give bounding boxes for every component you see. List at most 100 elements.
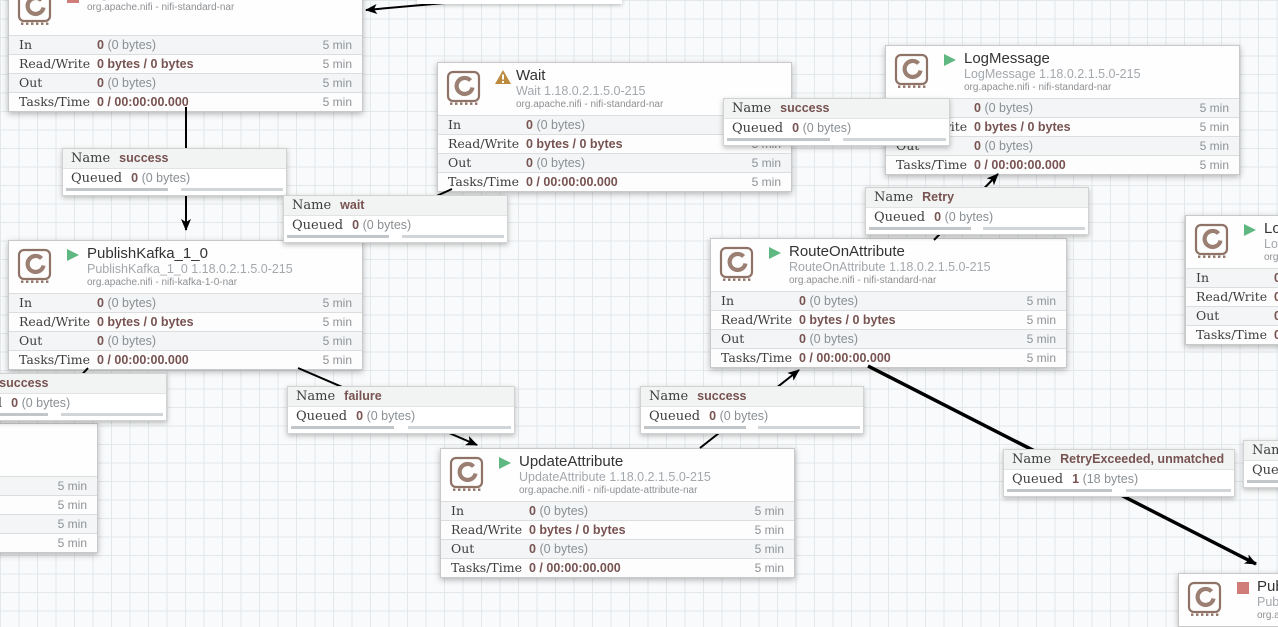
processor-publish-partial-bottom[interactable]: Publi Publis org.ap — [1178, 573, 1278, 627]
processor-stamp-icon — [1193, 222, 1229, 260]
stopped-icon — [66, 0, 82, 4]
running-icon — [1243, 223, 1259, 237]
queue-fill-bars — [641, 426, 863, 433]
offscreen-label-edge — [417, 0, 622, 4]
processor-type-version: UpdateAttribute 1.18.0.2.1.5.0-215 — [519, 470, 711, 484]
processor-type-version: Publis — [1257, 595, 1278, 609]
processor-type-version: Log. — [1264, 237, 1278, 251]
processor-log-partial-right[interactable]: Log Log. org.a In0 (0 bytes)5 min Read/W… — [1185, 215, 1278, 345]
queue-fill-bars — [284, 235, 507, 242]
processor-stamp-icon — [718, 245, 754, 283]
processor-name: Wait — [516, 67, 546, 84]
queue-fill-bars — [866, 227, 1088, 234]
processor-name: Publi — [1257, 578, 1278, 595]
processor-name: LogMessage — [964, 50, 1050, 67]
processor-bundle: org.apache.nifi - nifi-update-attribute-… — [519, 485, 698, 496]
running-icon — [943, 53, 959, 67]
processor-name: Log — [1264, 220, 1278, 237]
queue-fill-bars — [1004, 489, 1234, 496]
processor-log-message[interactable]: LogMessage LogMessage 1.18.0.2.1.5.0-215… — [885, 45, 1240, 175]
processor-bundle: org.apache.nifi - nifi-standard-nar — [789, 275, 937, 286]
running-icon — [66, 248, 82, 262]
processor-type-version: PublishKafka_1_0 1.18.0.2.1.5.0-215 — [87, 262, 293, 276]
processor-header: Publi Publis org.ap — [1179, 574, 1278, 626]
processor-bundle: org.ap — [1257, 610, 1278, 621]
processor-bundle: org.apache.nifi - nifi-kafka-1-0-nar — [87, 277, 238, 288]
processor-header: Log Log. org.a — [1186, 216, 1278, 268]
connection-label-partial-right[interactable]: Name Queued — [1243, 440, 1278, 488]
processor-bundle: org.apache.nifi - nifi-standard-nar — [964, 82, 1112, 93]
processor-name: UpdateAttribute — [519, 453, 624, 470]
processor-bundle: org.a — [1264, 252, 1278, 263]
processor-update-attribute[interactable]: UpdateAttribute UpdateAttribute 1.18.0.2… — [440, 448, 795, 578]
processor-stamp-icon — [448, 455, 484, 493]
processor-stamp-icon — [16, 0, 52, 27]
connection-queued-row: Queued — [1252, 463, 1278, 478]
processor-header: LogAttribute 1.18.0.2.1.5.0-215 org.apac… — [9, 0, 362, 35]
processor-publish-kafka[interactable]: PublishKafka_1_0 PublishKafka_1_0 1.18.0… — [8, 240, 363, 370]
processor-header: Wait Wait 1.18.0.2.1.5.0-215 org.apache.… — [438, 63, 791, 115]
processor-header: UpdateAttribute UpdateAttribute 1.18.0.2… — [441, 449, 794, 501]
queue-fill-bars — [288, 426, 514, 433]
processor-stamp-icon — [893, 52, 929, 90]
processor-type-version: Wait 1.18.0.2.1.5.0-215 — [516, 84, 646, 98]
processor-name: PublishKafka_1_0 — [87, 245, 208, 262]
stat-row-in: In0 (0 bytes)5 min — [1186, 268, 1278, 287]
stopped-icon — [1236, 581, 1252, 595]
processor-stamp-icon — [445, 69, 481, 107]
stat-row-in: In0 (0 bytes)5 min — [886, 98, 1239, 117]
processor-header: LogMessage LogMessage 1.18.0.2.1.5.0-215… — [886, 46, 1239, 98]
processor-type-version: LogAttribute 1.18.0.2.1.5.0-215 — [87, 0, 362, 2]
queue-fill-bars — [724, 138, 949, 145]
processor-route-on-attribute[interactable]: RouteOnAttribute RouteOnAttribute 1.18.0… — [710, 238, 1067, 368]
processor-log-attribute[interactable]: LogAttribute 1.18.0.2.1.5.0-215 org.apac… — [8, 0, 363, 112]
warning-icon — [495, 70, 511, 84]
processor-stamp-icon — [16, 247, 52, 285]
